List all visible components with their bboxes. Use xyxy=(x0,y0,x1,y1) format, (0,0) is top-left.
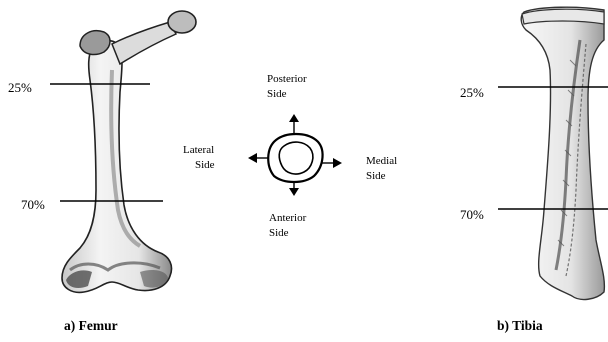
anterior-label-line1: Anterior xyxy=(269,212,307,224)
femur-neck xyxy=(112,22,176,64)
lateral-arrowhead xyxy=(248,153,257,163)
posterior-label-line2: Side xyxy=(267,88,287,100)
tibia-shaft xyxy=(521,7,604,299)
medial-label-line1: Medial xyxy=(366,155,397,167)
femur-shaft xyxy=(62,41,172,293)
medial-label-line2: Side xyxy=(366,170,386,182)
tibia-level-70-label: 70% xyxy=(460,207,484,222)
cross-section-inner xyxy=(279,142,313,174)
femur-caption: a) Femur xyxy=(64,318,118,333)
tibia-illustration xyxy=(521,7,604,299)
anterior-arrowhead xyxy=(289,188,299,196)
anterior-label-line2: Side xyxy=(269,227,289,239)
femur-level-25-label: 25% xyxy=(8,80,32,95)
cross-section xyxy=(248,114,342,196)
tibia-level-25-label: 25% xyxy=(460,85,484,100)
posterior-arrowhead xyxy=(289,114,299,122)
lateral-label-line1: Lateral xyxy=(183,144,214,156)
tibia-caption: b) Tibia xyxy=(497,318,543,333)
medial-arrowhead xyxy=(333,158,342,168)
femur-illustration xyxy=(62,11,196,292)
femur-greater-trochanter xyxy=(80,31,110,55)
femur-head xyxy=(168,11,196,33)
lateral-label-line2: Side xyxy=(195,159,215,171)
posterior-label-line1: Posterior xyxy=(267,73,307,85)
femur-level-70-label: 70% xyxy=(21,197,45,212)
